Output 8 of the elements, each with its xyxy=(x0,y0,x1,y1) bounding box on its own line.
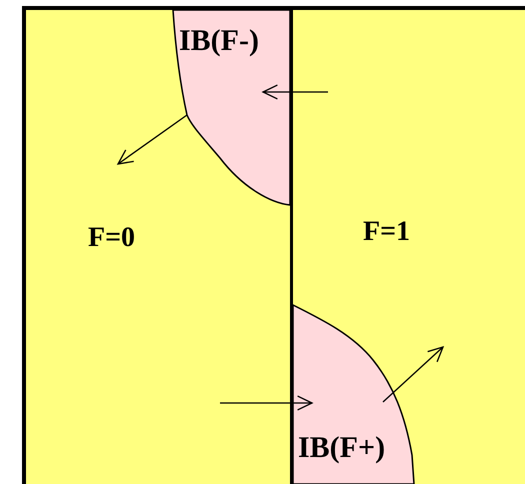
boundary-zone xyxy=(173,10,290,205)
region-label: F=0 xyxy=(88,224,136,252)
zone-label: IB(F-) xyxy=(179,26,259,56)
region-panel xyxy=(22,6,293,484)
region-panel xyxy=(293,6,525,484)
boundary-zone xyxy=(293,305,414,484)
region-label: F=1 xyxy=(363,218,410,246)
zone-label: IB(F+) xyxy=(298,433,386,463)
